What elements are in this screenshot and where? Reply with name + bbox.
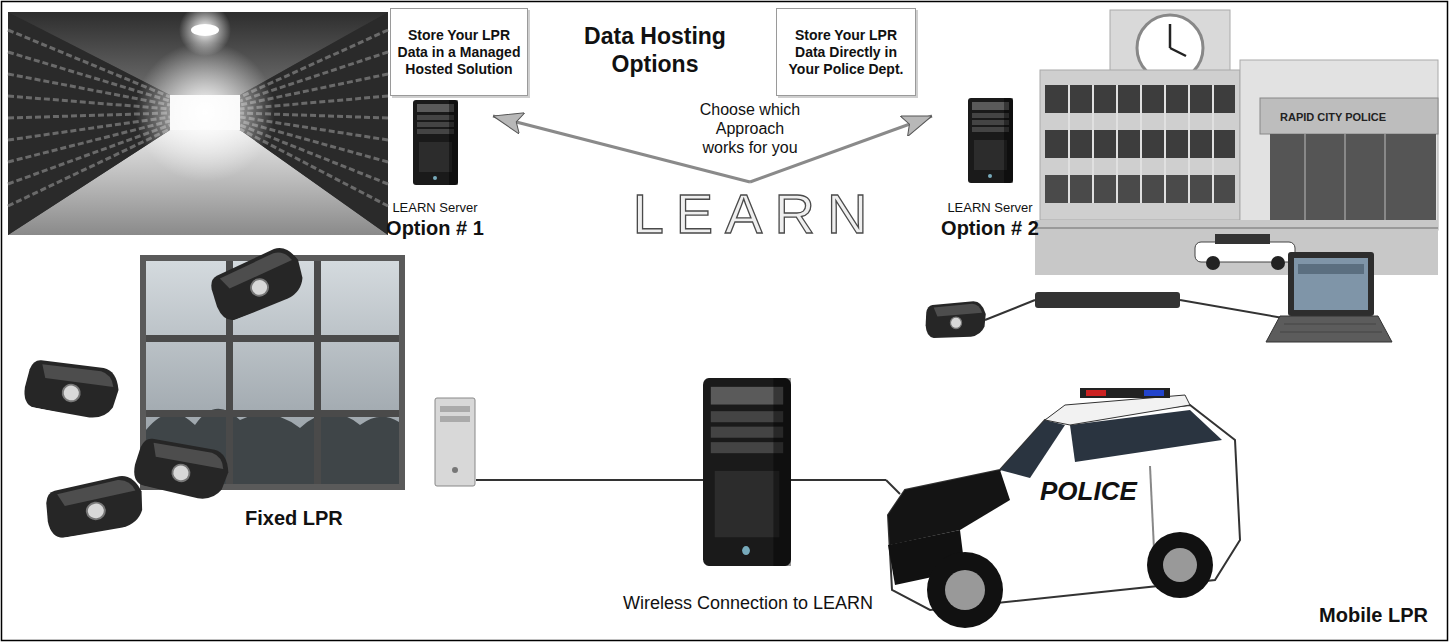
- police-car: [1163, 548, 1197, 582]
- wire: [791, 479, 884, 481]
- pc-tower: [452, 467, 458, 473]
- police-building-photo: [1260, 98, 1438, 134]
- police-building-photo: [1344, 134, 1346, 224]
- police-building-photo: [1305, 134, 1385, 224]
- police-building-photo: [1384, 134, 1386, 224]
- pc-tower: [440, 416, 470, 422]
- server-caption: Wireless Connection to LEARN: [623, 592, 873, 614]
- police-car: [1045, 395, 1190, 425]
- police-building-photo: [1116, 85, 1118, 203]
- in-car-equipment: [1035, 292, 1180, 308]
- data-center-photo: [8, 30, 388, 206]
- callout-text: Store Your LPR Data Directly in Your Pol…: [781, 27, 911, 78]
- police-building-photo: [1040, 70, 1240, 220]
- police-building-photo: [1069, 85, 1213, 203]
- lpr-camera: [43, 473, 146, 539]
- option-number: Option # 2: [941, 216, 1039, 240]
- connector: [476, 479, 612, 481]
- police-building-photo: [1270, 134, 1436, 224]
- police-building-photo: [1188, 85, 1190, 203]
- police-building-photo: [1212, 85, 1214, 203]
- wire: [1180, 300, 1283, 318]
- fixed-lpr-group: Fixed LPR: [10, 250, 476, 535]
- police-building-photo: [1271, 256, 1285, 270]
- police-car: [1086, 390, 1106, 396]
- police-car: [888, 388, 1240, 628]
- server-icon: [413, 100, 458, 185]
- police-car: [927, 552, 1003, 628]
- group-caption: Mobile LPR: [1319, 603, 1428, 627]
- police-building-photo: [1068, 85, 1070, 203]
- data-center-photo: [8, 4, 388, 235]
- lpr-camera: [21, 243, 986, 540]
- server-icon: [413, 98, 1013, 566]
- in-car-equipment: [1284, 324, 1376, 325]
- police-building-photo: [1215, 234, 1270, 244]
- server-name: LEARN Server: [947, 200, 1032, 216]
- server-name: LEARN Server: [392, 200, 477, 216]
- option-number: Option # 1: [386, 216, 484, 240]
- pc-tower: [435, 398, 475, 486]
- lpr-camera: [130, 431, 233, 506]
- fixed-camera-window-photo: [146, 335, 399, 342]
- callout-box: Store Your LPR Data Directly in Your Pol…: [776, 8, 916, 96]
- police-building-photo: [1170, 48, 1186, 56]
- police-building-photo: [1164, 85, 1166, 203]
- police-building-photo: [1304, 134, 1306, 224]
- central-server-node: Wireless Connection to LEARN: [612, 372, 884, 616]
- note-text: Choose which Approach works for you: [696, 100, 804, 157]
- learn-logo-text: LEARN: [621, 185, 880, 243]
- server-icon: [703, 378, 791, 566]
- pc-tower: [440, 406, 470, 412]
- wire: [886, 480, 900, 494]
- wire: [612, 479, 703, 481]
- fixed-camera-window-photo: [146, 410, 399, 417]
- in-car-equipment: [1298, 264, 1364, 274]
- police-building-photo: [1035, 220, 1438, 275]
- lpr-camera: [926, 301, 986, 338]
- pc-tower: [435, 398, 475, 486]
- mobile-lpr-group: Mobile LPR: [886, 285, 1438, 633]
- diagram-title: Data Hosting Options: [565, 22, 745, 78]
- car-door-text: POLICE: [1040, 476, 1137, 506]
- police-car: [1144, 390, 1164, 396]
- callout-text: Store Your LPR Data in a Managed Hosted …: [395, 27, 523, 78]
- lpr-camera: [205, 243, 310, 324]
- fixed-camera-window-photo: [314, 261, 321, 484]
- data-center-photo: [135, 42, 275, 182]
- building-sign: RAPID CITY POLICE: [1280, 110, 1386, 124]
- police-car: [945, 570, 985, 610]
- police-building-photo: [1240, 60, 1438, 230]
- group-caption: Fixed LPR: [245, 506, 343, 530]
- server-node: LEARN ServerOption # 1: [377, 96, 493, 242]
- police-building-photo: [1035, 227, 1438, 229]
- in-car-equipment: [1266, 316, 1392, 342]
- lpr-camera: [21, 353, 122, 424]
- police-car: [1080, 388, 1170, 398]
- learn-hub: LEARN: [620, 182, 880, 246]
- connector: [884, 479, 886, 481]
- server-icon: [968, 98, 1013, 183]
- police-car: [1147, 532, 1213, 598]
- in-car-equipment: [1294, 258, 1368, 310]
- police-building-photo: [1035, 10, 1438, 275]
- police-building-photo: [1169, 24, 1172, 48]
- police-building-photo: [1206, 256, 1220, 270]
- police-building-photo: [1092, 85, 1094, 203]
- in-car-equipment: [1288, 252, 1374, 316]
- wire: [985, 300, 1035, 320]
- police-building-photo: [1140, 85, 1142, 203]
- data-center-photo: [179, 4, 231, 56]
- callout-box: Store Your LPR Data in a Managed Hosted …: [390, 8, 528, 96]
- police-car: [1000, 420, 1065, 478]
- in-car-equipment: [1035, 252, 1392, 342]
- in-car-equipment: [1280, 332, 1382, 333]
- server-node: LEARN ServerOption # 2: [932, 96, 1048, 242]
